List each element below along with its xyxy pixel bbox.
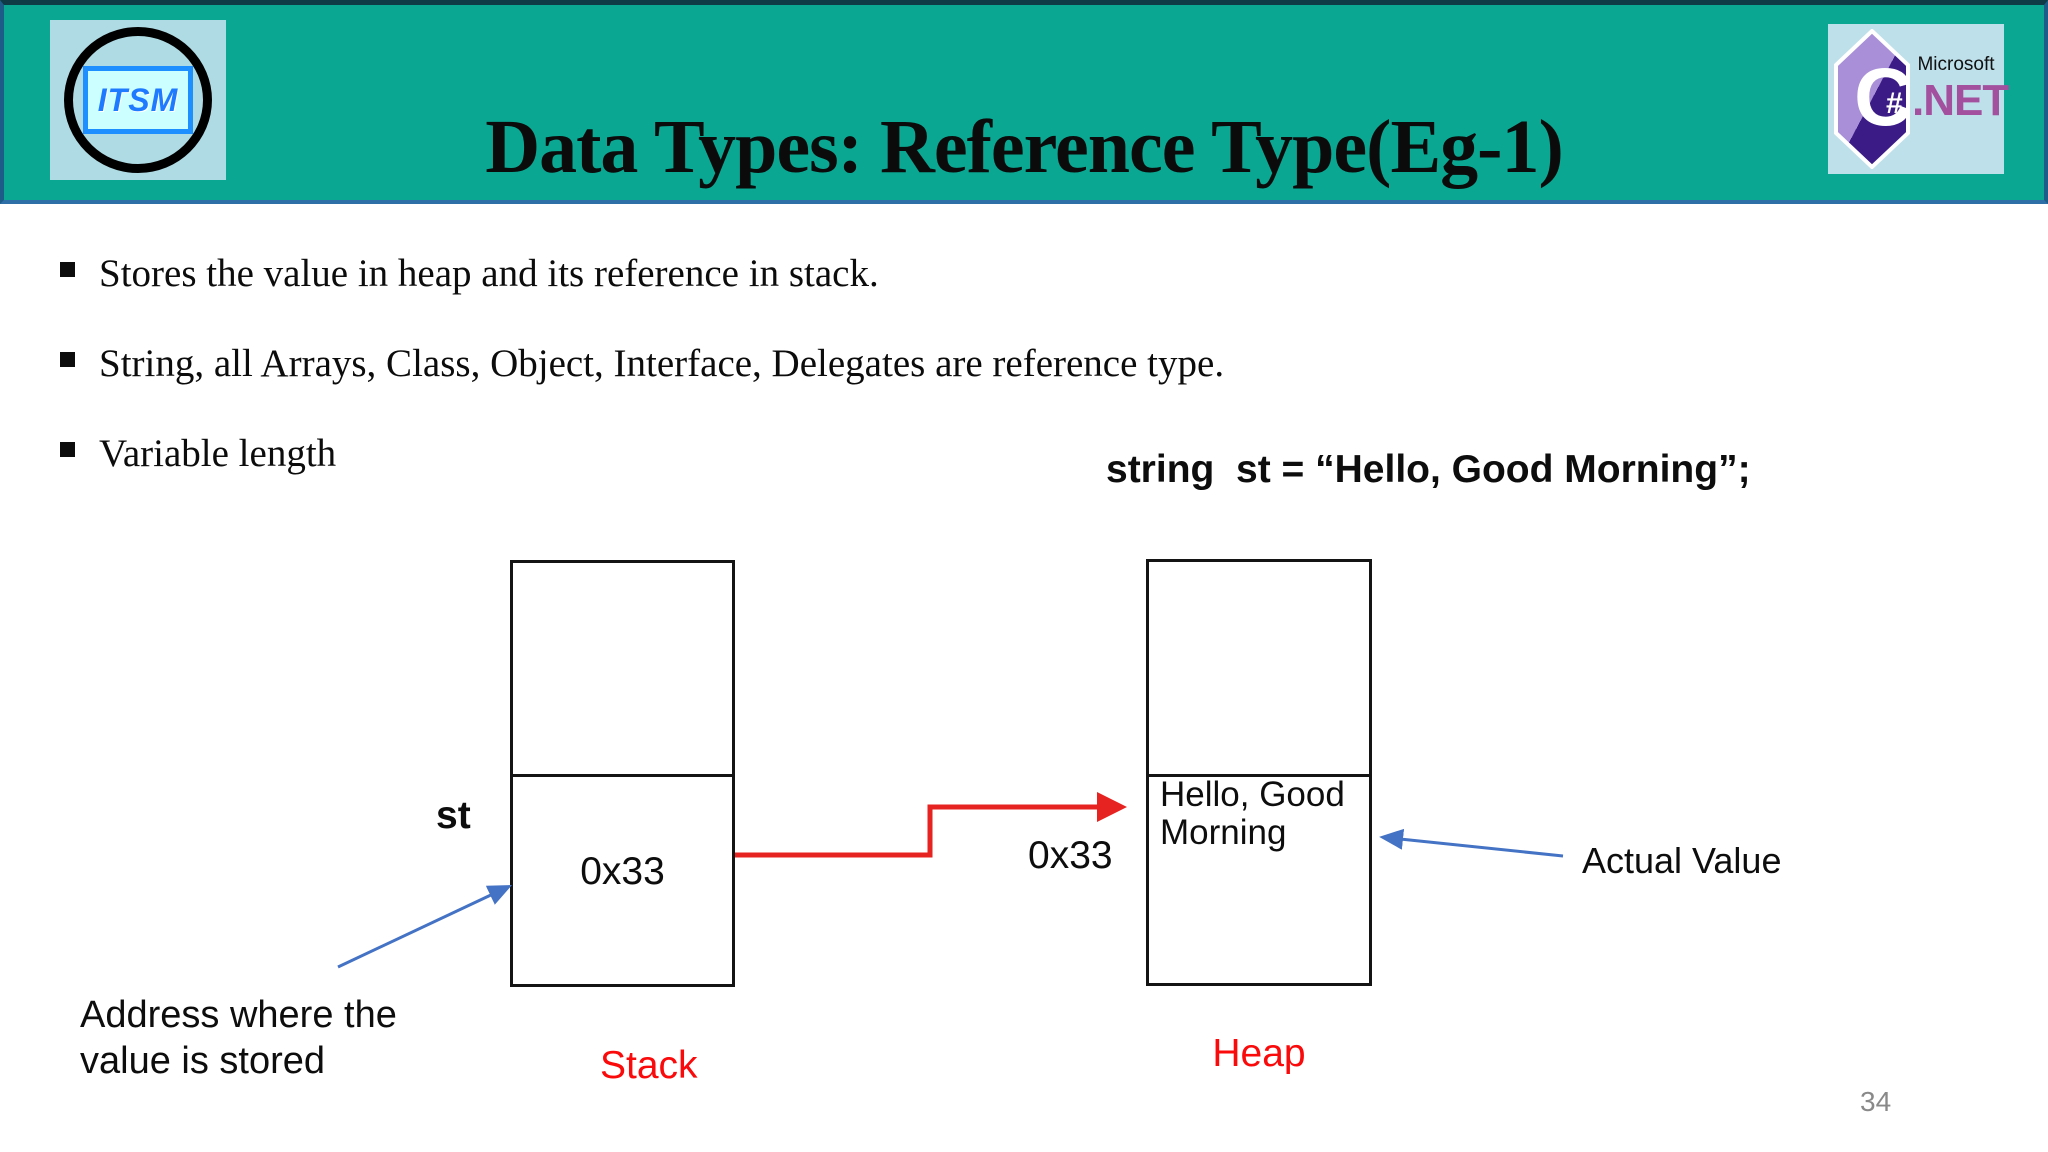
bullet-text: Stores the value in heap and its referen… (99, 252, 879, 295)
svg-text:#: # (1886, 87, 1903, 120)
stack-caption: Stack (600, 1044, 698, 1087)
actual-value-label: Actual Value (1582, 840, 1782, 881)
stack-box-divider (513, 774, 732, 777)
svg-text:C: C (1854, 52, 1910, 143)
heap-box-divider (1149, 774, 1369, 777)
dotnet-logo: C # Microsoft .NET (1828, 24, 2009, 174)
address-note-arrow-blue (337, 885, 512, 969)
itsm-logo: ITSM (50, 20, 226, 180)
stack-address-value: 0x33 (580, 850, 665, 893)
bullet-icon (60, 442, 75, 457)
actual-value-arrow-blue (1379, 828, 1564, 858)
itsm-logo-box: ITSM (83, 66, 193, 134)
dotnet-label: .NET (1912, 76, 2009, 125)
heap-caption: Heap (1212, 1032, 1306, 1075)
bullet-text: Variable length (99, 432, 337, 475)
bullet-icon (60, 352, 75, 367)
bullet-icon (60, 262, 75, 277)
code-statement: string st = “Hello, Good Morning”; (1106, 448, 1751, 491)
heap-address-label: 0x33 (1028, 834, 1113, 877)
bullet-item: Stores the value in heap and its referen… (60, 250, 879, 298)
bullet-item: String, all Arrays, Class, Object, Inter… (60, 340, 1224, 388)
stack-variable-label: st (436, 794, 471, 837)
stack-box (510, 560, 735, 987)
csharp-hexagon-icon: C # (1834, 29, 1910, 169)
address-note-line2: value is stored (80, 1040, 326, 1082)
itsm-logo-circle: ITSM (64, 27, 212, 173)
itsm-logo-text: ITSM (97, 81, 179, 118)
address-note-line1: Address where the (80, 994, 397, 1036)
microsoft-label: Microsoft (1917, 54, 1995, 75)
heap-stored-value: Hello, Good Morning (1160, 775, 1345, 852)
heap-box (1146, 559, 1372, 986)
bullet-text: String, all Arrays, Class, Object, Inter… (99, 342, 1225, 385)
page-number: 34 (1860, 1086, 1892, 1117)
page-title: Data Types: Reference Type(Eg-1) (485, 105, 1564, 189)
bullet-item: Variable length (60, 430, 336, 478)
slide-header: Data Types: Reference Type(Eg-1) (0, 0, 2048, 204)
address-note: Address where the value is stored (80, 992, 397, 1084)
